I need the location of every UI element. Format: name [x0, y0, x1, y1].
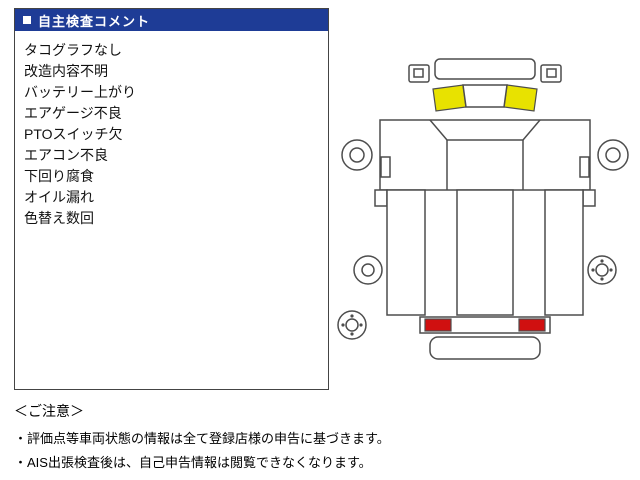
panel-header: 自主検査コメント [15, 9, 328, 31]
notice-lines: ・評価点等車両状態の情報は全て登録店様の申告に基づきます。・AIS出張検査後は、… [14, 427, 390, 475]
front-left-fender-highlight [432, 84, 467, 112]
comment-item: エアゲージ不良 [24, 105, 122, 121]
rear-cab-left-block [374, 189, 388, 207]
comment-item: オイル漏れ [24, 189, 94, 205]
notice-section: ＜ご注意＞ ・評価点等車両状態の情報は全て登録店様の申告に基づきます。・AIS出… [14, 401, 390, 475]
hood-panel [462, 84, 508, 108]
panel-title: 自主検査コメント [38, 13, 151, 29]
left-door-handle [380, 156, 391, 178]
notice-title: ＜ご注意＞ [14, 403, 84, 419]
rear-cab-right-block [582, 189, 596, 207]
windshield-line [429, 119, 541, 141]
right-door-handle [579, 156, 590, 178]
notice-line: ・評価点等車両状態の情報は全て登録店様の申告に基づきます。 [14, 431, 390, 446]
wheel-front-left [341, 139, 373, 171]
front-left-lamp-inner [413, 68, 424, 78]
comment-item: 改造内容不明 [24, 63, 108, 79]
front-right-fender-highlight [503, 84, 538, 112]
wheel-front-right [597, 139, 629, 171]
tail-light-right [518, 318, 546, 332]
front-bumper [434, 58, 536, 80]
notice-line: ・AIS出張検査後は、自己申告情報は閲覧できなくなります。 [14, 455, 372, 470]
cargo-center-bed [456, 189, 514, 316]
comment-item: タコグラフなし [24, 42, 122, 58]
rear-panel [419, 316, 551, 334]
cab-body [379, 119, 591, 191]
wheel-middle-left [353, 255, 383, 285]
rear-bumper [429, 336, 541, 360]
comment-item: 下回り腐食 [24, 168, 94, 184]
front-right-lamp-inner [546, 68, 557, 78]
comment-item: PTOスイッチ欠 [24, 126, 123, 142]
cargo-right-rail [544, 189, 584, 316]
wheel-middle-right [587, 255, 617, 285]
tail-light-left [424, 318, 452, 332]
wheel-rear-left [337, 310, 367, 340]
comment-item: 色替え数回 [24, 210, 94, 226]
comment-item: バッテリー上がり [24, 84, 136, 100]
truck-top-view-diagram [337, 58, 629, 360]
comment-item: エアコン不良 [24, 147, 108, 163]
comment-list: タコグラフなし改造内容不明バッテリー上がりエアゲージ不良 PTOスイッチ欠エアコン… [15, 31, 328, 229]
cargo-left-rail [386, 189, 426, 316]
self-inspection-panel: 自主検査コメント タコグラフなし改造内容不明バッテリー上がりエアゲージ不良 PTO… [14, 8, 329, 390]
header-square-icon [23, 16, 31, 24]
